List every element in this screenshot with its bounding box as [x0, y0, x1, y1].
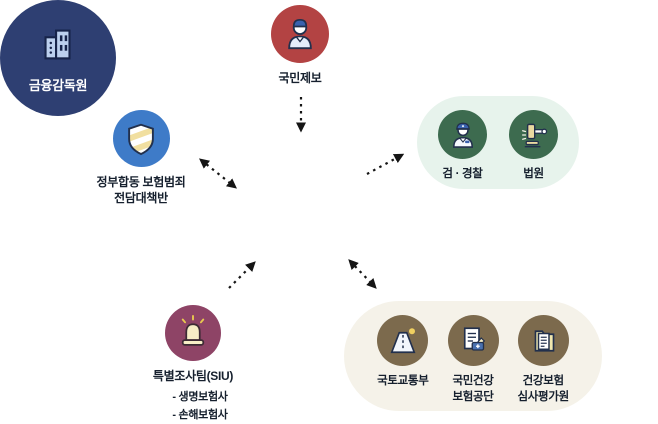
node-task-force: 정부합동 보험범죄 전담대책반: [83, 110, 199, 206]
siren-icon: [174, 314, 212, 352]
police-officer-icon: [446, 118, 480, 152]
node-police: 검 · 경찰: [438, 110, 487, 189]
siu-subitem-life: - 생명보험사: [172, 391, 228, 404]
task-force-label: 정부합동 보험범죄 전담대책반: [96, 175, 186, 206]
road-icon: [385, 323, 421, 359]
document-badge-icon: [455, 323, 491, 359]
molit-circle: [377, 315, 429, 366]
arrow-siu-to-fss: [228, 261, 256, 289]
molit-label: 국토교통부: [377, 375, 429, 387]
hira-label: 건강보험 심사평가원: [517, 375, 570, 403]
court-label: 법원: [523, 168, 544, 180]
hira-circle: [517, 315, 569, 366]
buildings-icon: [35, 21, 81, 72]
arrow-fss-public-two-way: [348, 259, 377, 289]
siu-sublist: - 생명보험사 - 손해보험사: [158, 388, 228, 422]
shield-icon: [122, 120, 160, 158]
node-fss: 금융감독원: [0, 0, 116, 116]
group-justice: 검 · 경찰: [417, 96, 579, 189]
police-label: 검 · 경찰: [442, 168, 483, 180]
citizen-report-label: 국민제보: [278, 71, 322, 85]
node-citizen-report: 국민제보: [242, 5, 358, 86]
node-court: 법원: [509, 110, 558, 189]
citizen-report-circle: [271, 5, 329, 63]
group-public-agencies: 국토교통부 국: [344, 301, 602, 411]
node-molit: 국토교통부: [377, 315, 429, 411]
nhis-circle: [447, 315, 499, 366]
police-circle: [438, 110, 487, 159]
node-siu: 특별조사팀(SIU) - 생명보험사 - 손해보험사: [133, 305, 253, 422]
node-nhis: 국민건강 보험공단: [447, 315, 499, 411]
node-hira: 건강보험 심사평가원: [518, 315, 569, 411]
gavel-icon: [517, 118, 551, 152]
siu-subitem-nonlife: - 손해보험사: [172, 409, 228, 422]
court-circle: [509, 110, 558, 159]
arrow-fss-taskforce-two-way: [199, 158, 237, 189]
siu-label: 특별조사팀(SIU): [152, 369, 234, 383]
nhis-label: 국민건강 보험공단: [452, 375, 494, 403]
folder-documents-icon: [525, 323, 561, 359]
arrow-fss-to-justice: [366, 153, 405, 175]
task-force-circle: [112, 110, 170, 167]
fss-label: 금융감독원: [28, 78, 88, 94]
person-icon: [280, 14, 320, 54]
siu-circle: [165, 305, 221, 361]
